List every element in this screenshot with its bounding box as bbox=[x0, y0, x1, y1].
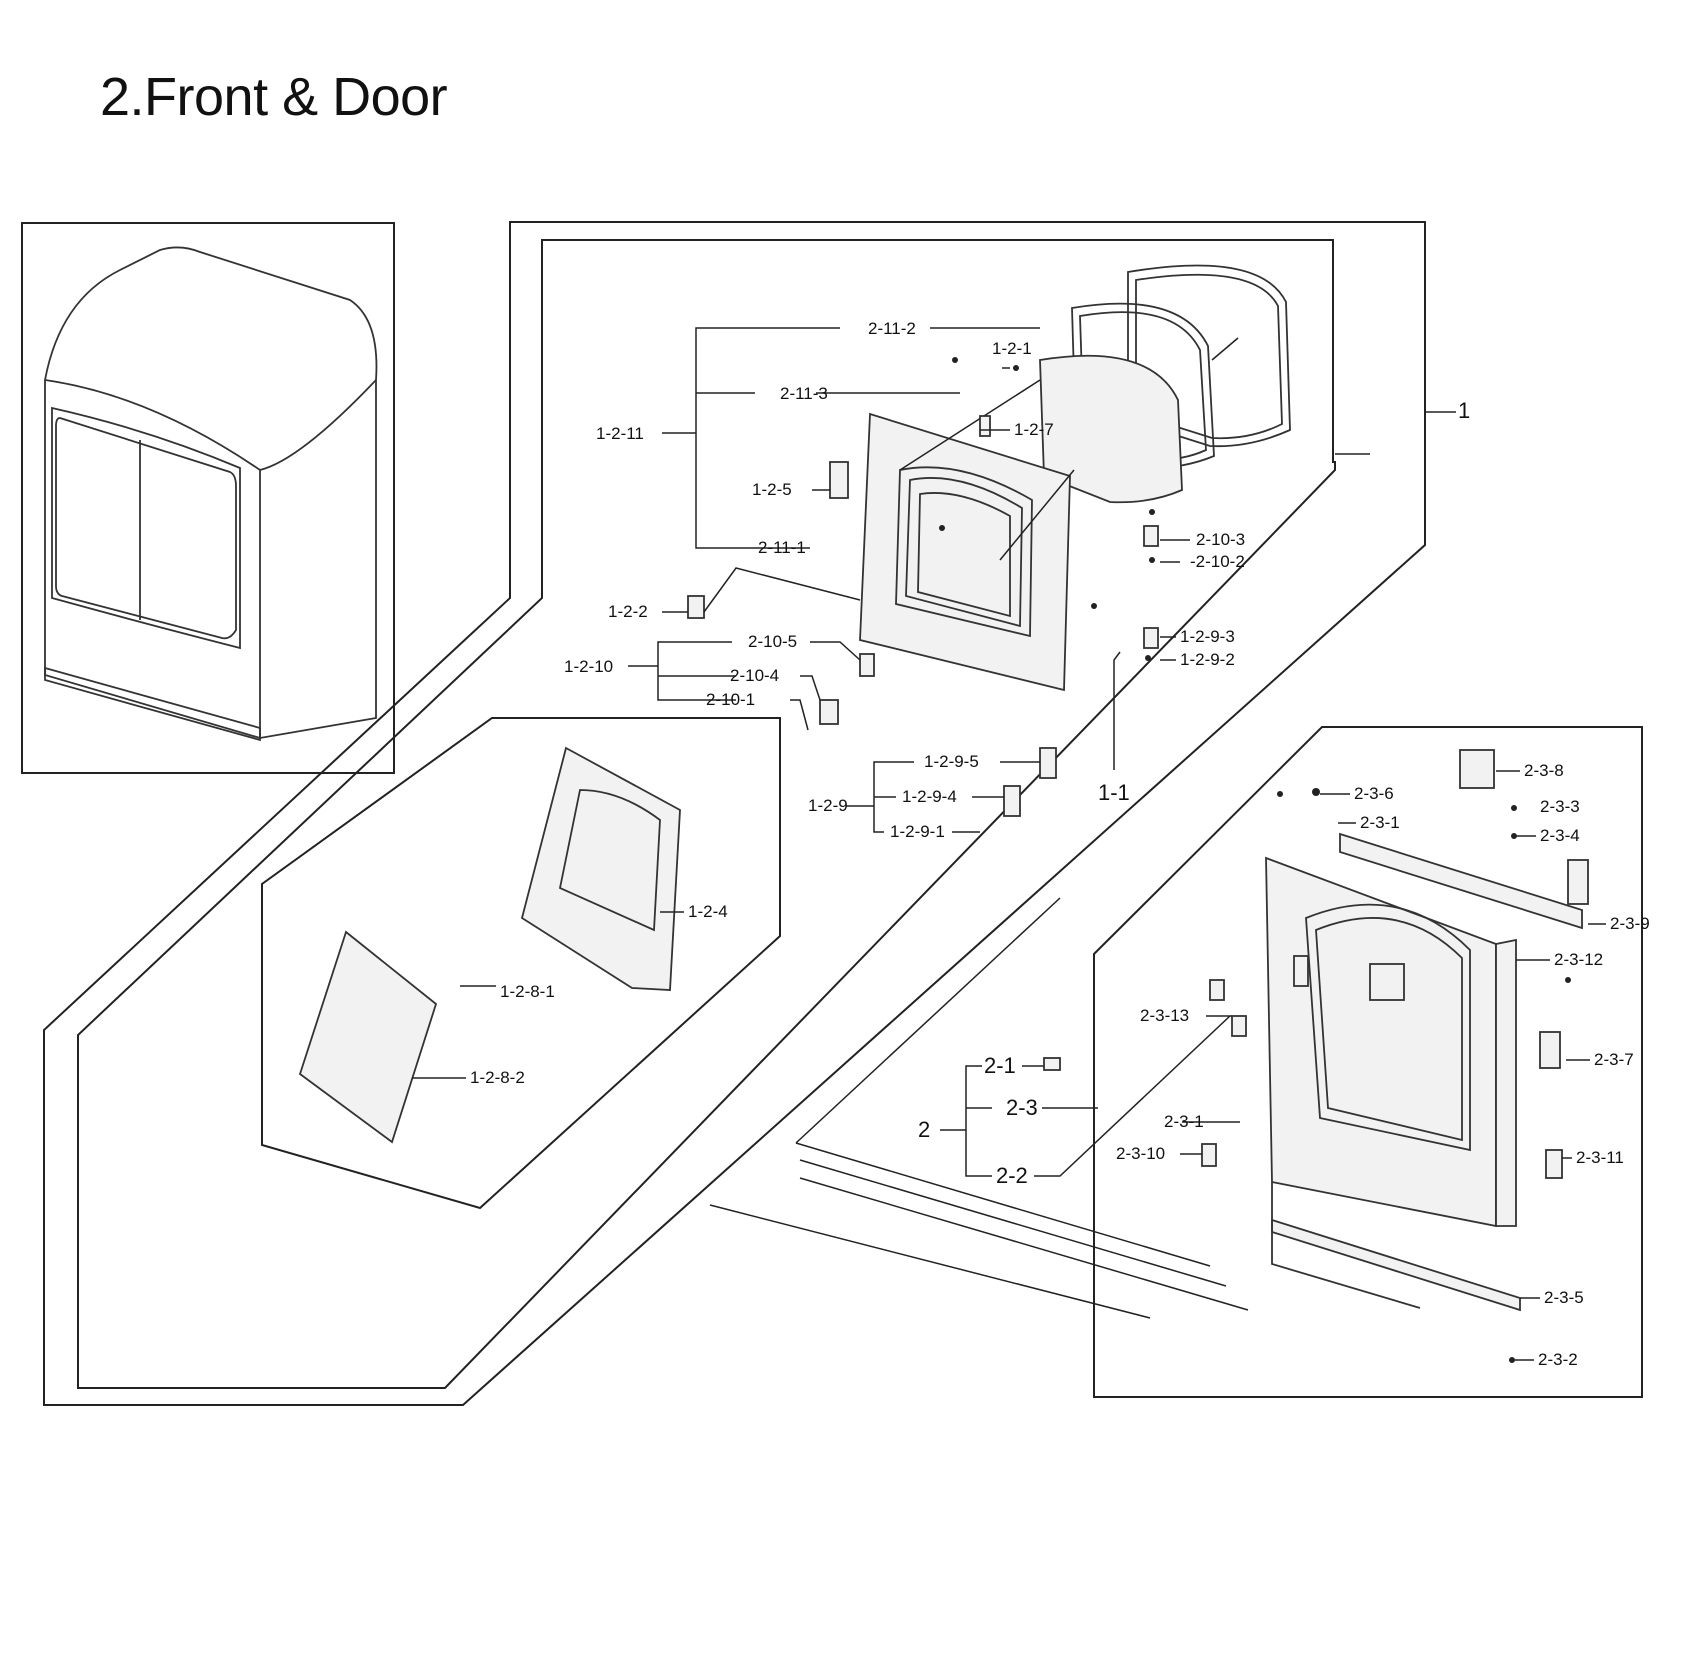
hinge-1-2-5 bbox=[829, 461, 849, 499]
label-2-3-1-top: 2-3-1 bbox=[1360, 813, 1400, 832]
label-1-2-5: 1-2-5 bbox=[752, 480, 792, 499]
label-1: 1 bbox=[1458, 398, 1470, 423]
page-title: 2.Front & Door bbox=[100, 67, 448, 127]
label-2-2: 2-2 bbox=[996, 1163, 1028, 1188]
side-rail-2-3-12 bbox=[1495, 938, 1517, 1227]
label-1-1: 1-1 bbox=[1098, 780, 1130, 805]
part-labels: 2-11-2 1-2-1 2-11-3 1-2-7 1-2-11 1 1-2-5… bbox=[470, 319, 1650, 1369]
label-2-11-2: 2-11-2 bbox=[868, 319, 916, 338]
label-2-3-1-bottom: 2-3-1 bbox=[1164, 1112, 1204, 1131]
label-2-10-5: 2-10-5 bbox=[748, 632, 797, 651]
label-1-2-9-2: 1-2-9-2 bbox=[1180, 650, 1235, 669]
label-2-3: 2-3 bbox=[1006, 1095, 1038, 1120]
part-2-3-11 bbox=[1545, 1149, 1563, 1179]
door-frame bbox=[859, 379, 1075, 692]
hinge-2-3-8 bbox=[1459, 749, 1495, 789]
label-2-3-9: 2-3-9 bbox=[1610, 914, 1650, 933]
label-2-10-2: -2-10-2 bbox=[1190, 552, 1245, 571]
label-1-2-8-1: 1-2-8-1 bbox=[500, 982, 555, 1001]
label-1-2-4: 1-2-4 bbox=[688, 902, 728, 921]
part-2-3-10 bbox=[1201, 1143, 1217, 1167]
label-1-2-9-4: 1-2-9-4 bbox=[902, 787, 957, 806]
label-2-3-3: 2-3-3 bbox=[1540, 797, 1580, 816]
hinge-2-3-7 bbox=[1539, 1031, 1561, 1069]
label-1-2-9: 1-2-9 bbox=[808, 796, 848, 815]
center-bracket bbox=[1369, 963, 1405, 1001]
label-2-3-10: 2-3-10 bbox=[1116, 1144, 1165, 1163]
part-2-1 bbox=[1043, 1057, 1061, 1071]
label-2-3-13: 2-3-13 bbox=[1140, 1006, 1189, 1025]
top-rail-2-3-1 bbox=[1339, 832, 1583, 930]
label-2-10-1: 2-10-1 bbox=[706, 690, 755, 709]
front-panel-frames bbox=[709, 726, 1643, 1398]
label-2-3-11: 2-3-11 bbox=[1576, 1148, 1624, 1167]
label-1-2-1: 1-2-1 bbox=[992, 339, 1032, 358]
label-1-2-11: 1-2-11 bbox=[596, 424, 644, 443]
label-1-2-7: 1-2-7 bbox=[1014, 420, 1054, 439]
label-2-3-7: 2-3-7 bbox=[1594, 1050, 1634, 1069]
label-2-11-3: 2-11-3 bbox=[780, 384, 828, 403]
label-2-3-12: 2-3-12 bbox=[1554, 950, 1603, 969]
label-2-10-3: 2-10-3 bbox=[1196, 530, 1245, 549]
label-1-2-10: 1-2-10 bbox=[564, 657, 613, 676]
label-2-3-8: 2-3-8 bbox=[1524, 761, 1564, 780]
label-1-2-9-3: 1-2-9-3 bbox=[1180, 627, 1235, 646]
hinge-2-3-9 bbox=[1567, 859, 1589, 905]
label-2-3-6: 2-3-6 bbox=[1354, 784, 1394, 803]
label-2-11-1: 2-11-1 bbox=[758, 538, 806, 557]
label-1-2-9-1: 1-2-9-1 bbox=[890, 822, 945, 841]
label-1-2-9-5: 1-2-9-5 bbox=[924, 752, 979, 771]
label-1-2-8-2: 1-2-8-2 bbox=[470, 1068, 525, 1087]
label-2-3-2: 2-3-2 bbox=[1538, 1350, 1578, 1369]
label-2-3-5: 2-3-5 bbox=[1544, 1288, 1584, 1307]
overview-panel bbox=[21, 222, 395, 774]
label-2-3-4: 2-3-4 bbox=[1540, 826, 1580, 845]
hinge-parts bbox=[687, 357, 1159, 817]
bottom-rail-2-3-5 bbox=[1271, 1218, 1521, 1312]
leader-lines bbox=[412, 327, 1606, 1361]
dryer-overview-illustration bbox=[44, 246, 378, 742]
label-2-10-4: 2-10-4 bbox=[730, 666, 779, 685]
inner-door-parts bbox=[298, 746, 681, 1144]
door-assembly-frames bbox=[43, 221, 1426, 1406]
hinge-1-2-2 bbox=[687, 595, 705, 619]
label-2: 2 bbox=[918, 1117, 930, 1142]
door-gaskets bbox=[1039, 264, 1291, 504]
front-panel-parts bbox=[1043, 749, 1589, 1363]
label-1-2-2: 1-2-2 bbox=[608, 602, 648, 621]
label-2-1: 2-1 bbox=[984, 1053, 1016, 1078]
